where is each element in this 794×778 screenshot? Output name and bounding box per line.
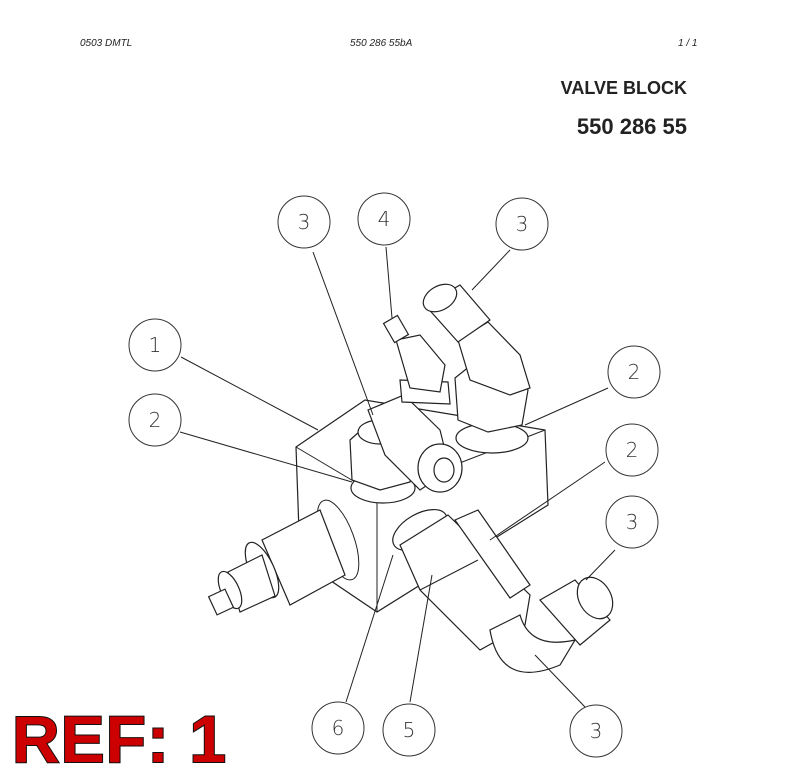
balloon-1: 1 <box>128 318 182 372</box>
svg-text:3: 3 <box>298 210 311 234</box>
balloon-6: 6 <box>311 701 365 755</box>
balloon-2-right-upper: 2 <box>607 345 661 399</box>
top-right-fitting <box>422 283 531 454</box>
balloon-3-top-right: 3 <box>495 197 549 251</box>
svg-text:1: 1 <box>149 333 162 357</box>
balloon-2-right-lower: 2 <box>605 423 659 477</box>
header-drawing-number: 550 286 55bA <box>350 38 413 49</box>
svg-text:2: 2 <box>628 360 641 384</box>
svg-text:6: 6 <box>332 716 345 740</box>
svg-text:4: 4 <box>378 207 391 231</box>
part-number: 550 286 55 <box>576 114 687 139</box>
svg-text:2: 2 <box>149 408 162 432</box>
svg-text:5: 5 <box>403 718 416 742</box>
balloon-3-right: 3 <box>605 495 659 549</box>
ref-label: REF: 1 <box>11 702 228 776</box>
top-left-fitting <box>349 394 463 504</box>
top-center-elbow <box>382 314 451 405</box>
leader-lines <box>179 246 616 708</box>
header-page-number: 1 / 1 <box>678 38 698 49</box>
svg-text:2: 2 <box>626 438 639 462</box>
left-cylinder-fitting <box>207 509 346 616</box>
svg-text:3: 3 <box>626 510 639 534</box>
balloon-3-top-left: 3 <box>277 195 331 249</box>
header-doc-code: 0503 DMTL <box>80 38 133 49</box>
balloon-2-left: 2 <box>128 393 182 447</box>
svg-text:3: 3 <box>590 719 603 743</box>
drawing-title: VALVE BLOCK <box>560 78 687 98</box>
balloon-3-bottom: 3 <box>569 704 623 758</box>
svg-text:3: 3 <box>516 212 529 236</box>
balloon-4: 4 <box>357 192 411 246</box>
balloon-5: 5 <box>382 703 436 757</box>
front-fitting <box>392 508 614 673</box>
